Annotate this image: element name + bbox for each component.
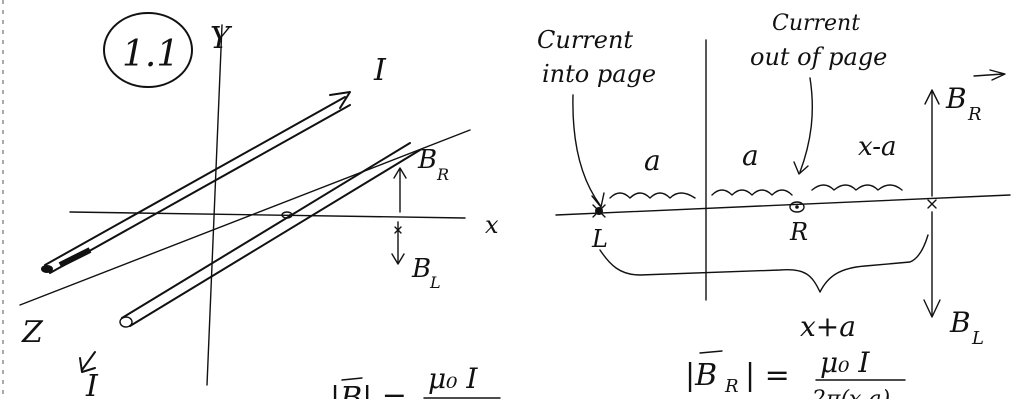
eq2-lhs-end: | =	[745, 358, 790, 393]
z-axis-label: Z	[21, 315, 44, 350]
eq2-denominator: 2π(x-a)	[811, 387, 890, 399]
dist-a2: a	[742, 139, 759, 172]
label-current-into-line2: into page	[542, 60, 656, 88]
wire-top	[41, 91, 351, 274]
eq2-numerator: μ₀ I	[820, 346, 870, 379]
current-bottom-label: I	[85, 369, 99, 399]
eq1-numerator: μ₀ I	[428, 362, 478, 395]
y-axis	[206, 24, 223, 386]
z-axis	[19, 129, 471, 306]
problem-number-circle	[103, 12, 193, 88]
field-vectors-right	[923, 69, 1006, 318]
field-down-sub-right: L	[971, 328, 984, 349]
field-up-sub: R	[436, 165, 449, 184]
current-top-label: I	[373, 53, 387, 88]
pointer-arrows	[572, 77, 814, 208]
brace-x-plus-a	[599, 234, 929, 293]
field-point-marker	[927, 199, 937, 209]
dist-a1: a	[644, 144, 661, 177]
distance-wiggles	[609, 184, 903, 199]
wire-right-label: R	[789, 218, 808, 246]
dist-total: x+a	[800, 310, 856, 343]
wire-right-out	[789, 201, 805, 213]
wire-bottom	[79, 142, 421, 373]
wire-left-label: L	[591, 225, 608, 253]
field-down-label: B	[411, 254, 431, 284]
field-down-sub: L	[429, 273, 441, 292]
right-x-axis	[555, 194, 1011, 216]
label-current-out: Current	[772, 11, 860, 36]
eq1-lhs: |B| =	[330, 381, 407, 399]
eq2-lhs-sub: R	[724, 376, 739, 397]
y-axis-label: Y	[210, 21, 233, 56]
field-up-label: B	[417, 145, 437, 175]
label-current-into: Current	[537, 26, 633, 54]
wire-left-into	[592, 204, 606, 218]
field-down-label-right: B	[949, 306, 971, 339]
dist-xa: x-a	[858, 132, 897, 162]
label-current-out-line2: out of page	[750, 43, 887, 71]
x-axis-label: x	[485, 211, 499, 239]
problem-number: 1.1	[122, 34, 179, 75]
field-up-sub-right: R	[967, 104, 982, 125]
eq2-lhs: |B	[685, 358, 717, 393]
field-vectors-left	[391, 167, 407, 265]
field-up-label-right: B	[945, 82, 967, 115]
